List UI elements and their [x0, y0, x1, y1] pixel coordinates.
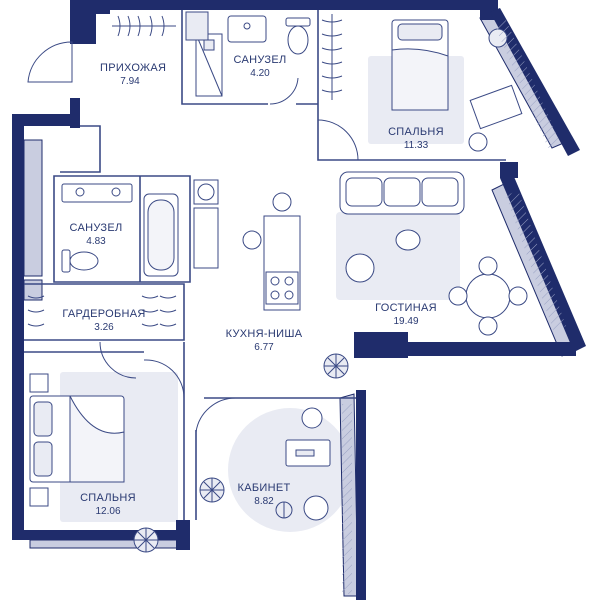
hall-cabinet	[185, 11, 209, 41]
plant-icon	[133, 527, 159, 553]
window-left-bottom	[23, 279, 43, 301]
office-chair-icon	[242, 192, 292, 250]
wall-left-cap	[12, 114, 80, 126]
wall-office-right	[356, 390, 366, 600]
sink-icon	[61, 183, 133, 203]
partition-bathroom-top	[181, 10, 268, 105]
armchair-icon	[345, 253, 375, 283]
bed-icon	[29, 395, 125, 483]
hanger-icon	[117, 15, 165, 37]
partition-bathroom-left	[53, 175, 191, 283]
office-chair-icon	[301, 407, 329, 521]
toilet-icon	[285, 17, 311, 55]
wall-top-step	[70, 0, 96, 44]
hanger-icon	[27, 295, 177, 327]
wardrobe-closet	[27, 295, 177, 327]
door-office	[195, 397, 237, 433]
door-bedroom-top	[317, 119, 359, 161]
hatch-bedroom-top	[494, 20, 560, 148]
desk-icon	[469, 84, 523, 130]
sofa-icon	[339, 171, 465, 215]
nightstand	[29, 373, 49, 393]
wall-hall-left	[70, 98, 80, 128]
door-bathroom-top	[269, 77, 299, 105]
bathtub-icon	[143, 193, 179, 277]
door-wardrobe	[99, 341, 137, 379]
washing-machine-icon	[193, 179, 219, 205]
window-left-top	[23, 139, 43, 277]
desk-icon	[285, 439, 331, 467]
wall-top	[94, 0, 486, 10]
stove-icon	[265, 271, 299, 305]
floor-lamp-icon	[275, 501, 293, 519]
hatch-office	[342, 404, 352, 594]
partition-hall-bottom	[60, 125, 101, 173]
wall-right-top-block	[500, 162, 518, 178]
plant-icon	[323, 353, 349, 379]
door-entry	[27, 41, 73, 83]
office-furniture	[199, 407, 331, 521]
partition-wardrobe	[24, 283, 185, 341]
hallway-closet	[112, 15, 176, 37]
kitchen-furniture	[242, 192, 301, 311]
wall-bottom-step	[176, 520, 190, 550]
bathroom-top-fixtures	[185, 11, 311, 97]
partitions	[24, 10, 506, 520]
window-hatching	[342, 20, 566, 594]
doors	[27, 41, 359, 433]
bed-icon	[391, 19, 449, 111]
toilet-icon	[61, 249, 99, 273]
office-rug	[228, 408, 352, 532]
wall-living-pillar	[354, 332, 408, 358]
wall-left	[12, 114, 24, 530]
hatch-living	[506, 190, 566, 332]
bedroom-top-furniture	[321, 14, 523, 152]
office-chair-icon	[468, 132, 488, 152]
wall-bottom-left	[12, 530, 182, 540]
wall-living-bottom	[356, 342, 576, 356]
hanger-icon	[321, 14, 343, 100]
bathroom-left-fixtures	[61, 179, 219, 277]
bedroom-bottom-furniture	[29, 373, 159, 553]
nightstand	[29, 487, 49, 507]
utility-cabinet	[193, 207, 219, 269]
living-furniture	[323, 171, 528, 379]
coffee-table	[395, 229, 421, 251]
partition-bedroom-top-left	[317, 104, 364, 161]
door-bedroom-bottom	[143, 359, 185, 399]
sink-icon	[227, 15, 267, 43]
shower-icon	[195, 33, 223, 97]
dining-table-icon	[448, 256, 528, 336]
plant-icon	[199, 477, 225, 503]
